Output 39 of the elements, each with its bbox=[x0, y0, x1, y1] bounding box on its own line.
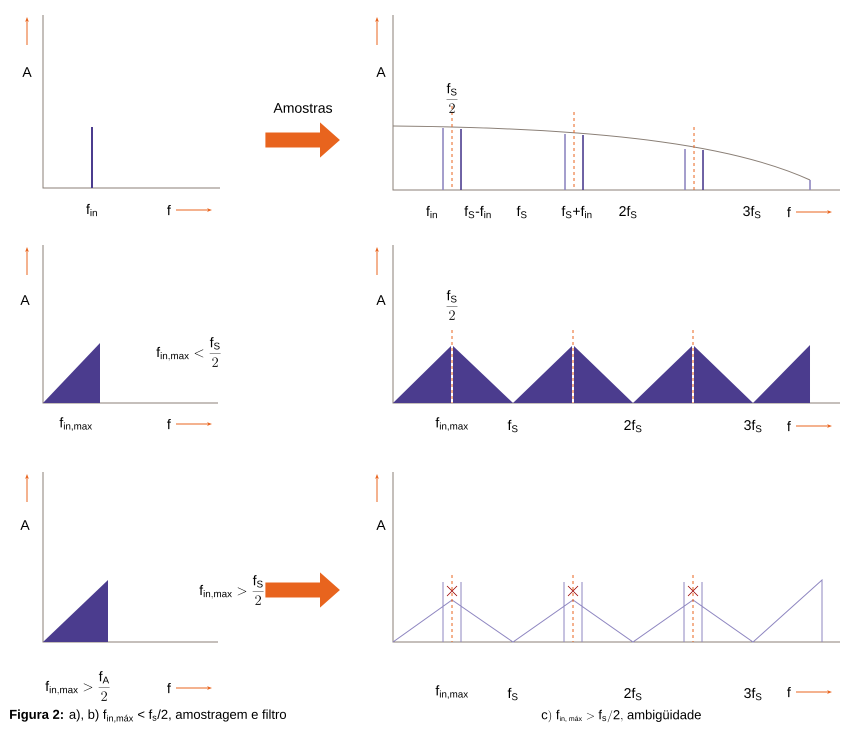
spectrum-plot: A f$_{in}$ f bbox=[22, 14, 220, 216]
edge-label: Amostras bbox=[273, 103, 332, 113]
node-label: f bbox=[787, 206, 791, 218]
node-label: $\frac{\mathrm{f_S}}{2}$ bbox=[446, 83, 458, 113]
node-label: f$_{in,max}$ bbox=[436, 685, 468, 699]
node-label: f$_{S}$+f$_{in}$ bbox=[562, 206, 592, 218]
node-label: 3f$_{S}$ bbox=[743, 206, 760, 218]
node-label: f$_{S}$ bbox=[508, 688, 518, 700]
node-label: f bbox=[167, 204, 171, 216]
node-label: f$_{in}$ bbox=[426, 206, 437, 218]
node-label: 2f$_{S}$ bbox=[624, 688, 642, 700]
node-label: A bbox=[376, 67, 386, 77]
node-label: f$_{in,max}$ bbox=[60, 417, 92, 431]
spectrum-plot: A f$_{in,max}$ f$_{S}$ 2f$_{S}$ 3f$_{S}$ f bbox=[375, 472, 840, 700]
node-label: $\mathrm{f_{in,max}} > \frac{\mathrm{f_A}}{2}$ bbox=[45, 671, 110, 701]
node-label: 3f$_{S}$ bbox=[744, 420, 762, 432]
node-label: A bbox=[20, 295, 30, 305]
node-label: 2f$_{S}$ bbox=[619, 206, 636, 218]
node-label: A bbox=[20, 520, 30, 530]
node-label: f bbox=[167, 418, 171, 430]
node-label: f$_{S}$-f$_{in}$ bbox=[464, 206, 491, 218]
node-label: f bbox=[167, 682, 171, 694]
spectrum-plot: A $\frac{\mathrm{f_S}}{2}$ f$_{in,max}$ f$_{S}$ 2f$_{S}$ 3f$_{S}$ f bbox=[375, 244, 840, 432]
node-label: $\frac{\mathrm{f_S}}{2}$ bbox=[446, 290, 458, 320]
node-label: A bbox=[22, 67, 32, 77]
edge-label: $\mathrm{f_{in,max}} > \frac{\mathrm{f_S}}{2}$ bbox=[199, 575, 264, 605]
condition-label: $\mathrm{f_{in,max}} < \frac{\mathrm{f_S}}{2}$ bbox=[156, 337, 221, 367]
spectrum-plot: A $\frac{\mathrm{f_S}}{2}$ f$_{in}$ f$_{S}$-f$_{in}$ f$_{S}$ f$_{S}$+f$_{in}$ 2f$_{S}$ 3f$_{S}$ f bbox=[375, 14, 840, 218]
node-label: f bbox=[787, 686, 791, 698]
node-label: f$_{S}$ bbox=[516, 206, 527, 218]
node-label: f$_{in}$ bbox=[86, 204, 97, 216]
caption: Figura 2: a), b) f$_{in,máx}$ < f$_{s}$/2, amostragem e filtro bbox=[10, 709, 286, 723]
node-label: A bbox=[376, 295, 386, 305]
node-label: f$_{S}$ bbox=[508, 420, 518, 432]
node-label: 3f$_{S}$ bbox=[744, 688, 762, 700]
node-label: A bbox=[376, 520, 386, 530]
node-label: f$_{in,max}$ bbox=[436, 417, 468, 431]
node-label: f bbox=[787, 420, 791, 432]
node-label: 2f$_{S}$ bbox=[624, 420, 642, 432]
